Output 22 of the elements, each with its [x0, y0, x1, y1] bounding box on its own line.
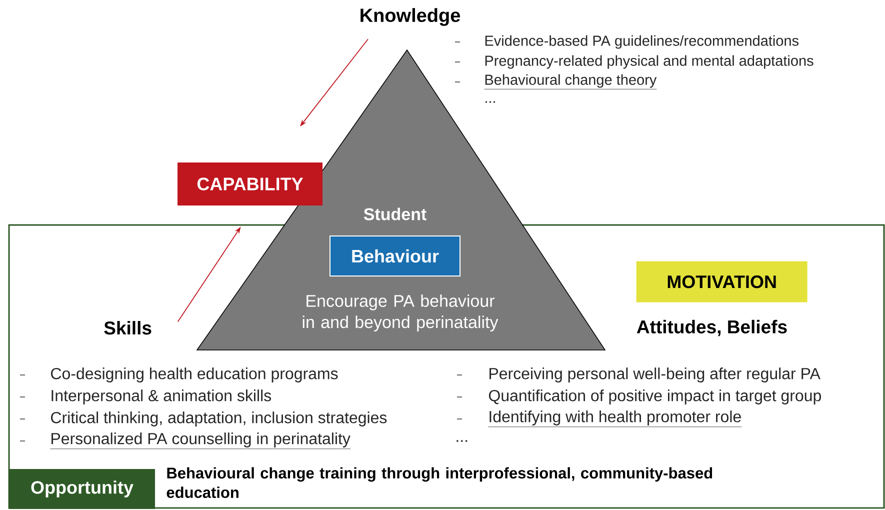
opportunity-box: Opportunity	[9, 469, 155, 509]
list-item: Pregnancy-related physical and mental adaptations	[485, 55, 814, 69]
list-item: Behavioural change theory	[484, 74, 657, 90]
list-item: Perceiving personal well-being after regular PA	[490, 368, 820, 382]
list-item: ...	[456, 440, 468, 442]
triangle-text: Encourage PA behaviour in and beyond perinatality	[302, 294, 498, 332]
heading: Skills	[104, 321, 152, 335]
list-item: Interpersonal & animation skills	[52, 390, 272, 404]
list-item: ...	[486, 101, 495, 103]
motivation-box: MOTIVATION	[636, 261, 808, 302]
list-item: Quantification of positive impact in target group	[488, 390, 821, 404]
list-item: Identifying with health promoter role	[488, 410, 742, 428]
list-item: Co-designing health education programs	[51, 368, 338, 382]
opportunity-text: Behavioural change training through interprofessional, community-based education	[166, 467, 712, 498]
student-label: Student	[364, 208, 426, 220]
list-item: Evidence-based PA guidelines/recommendations	[485, 35, 798, 49]
list-item: Critical thinking, adaptation, inclusion strategies	[51, 412, 387, 426]
heading: Knowledge	[360, 8, 460, 26]
heading: Attitudes, Beliefs	[636, 320, 787, 336]
capability-box: CAPABILITY	[178, 162, 322, 206]
list-item: Personalized PA counselling in perinatality	[50, 432, 351, 450]
behaviour-box: Behaviour	[330, 236, 460, 276]
